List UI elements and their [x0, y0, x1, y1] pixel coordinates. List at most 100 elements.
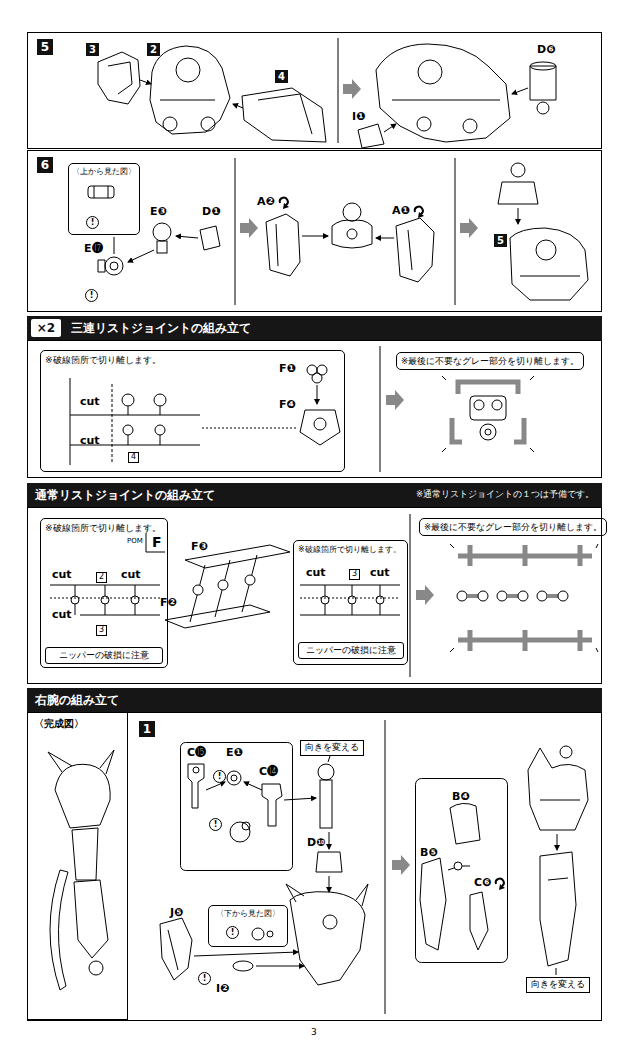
line-art — [242, 555, 257, 612]
line-art — [537, 102, 549, 114]
line-art — [512, 88, 528, 94]
line-art — [193, 767, 199, 773]
line-art — [101, 596, 109, 604]
line-art — [343, 203, 361, 221]
node-text: 〈完成図〉 — [34, 717, 121, 731]
node-text: 〈下から見た図〉 — [212, 908, 284, 919]
part-label: E❶ — [226, 746, 243, 759]
line-art — [94, 186, 95, 198]
node-text: 5 — [497, 236, 504, 246]
line-art — [50, 598, 160, 599]
node-text: ※破線箇所で切り離します。 — [45, 522, 163, 535]
part-label: A❷ — [257, 195, 275, 208]
line-art — [163, 117, 177, 131]
cut-mark: cut — [306, 566, 326, 579]
line-art — [218, 580, 228, 590]
line-art — [347, 229, 357, 239]
line-art — [74, 880, 108, 958]
line-art — [530, 66, 556, 100]
line-art — [496, 879, 504, 886]
caution-mark: ! — [198, 972, 211, 985]
view-inset: 〈下から見た図〉 — [208, 905, 288, 947]
part-label: F❸ — [191, 540, 208, 553]
line-art — [386, 390, 404, 410]
node-text: 通常リストジョイントの組み立て — [35, 487, 215, 504]
line-art — [343, 79, 361, 99]
line-art — [470, 396, 506, 420]
line-art — [153, 223, 171, 241]
line-art — [28, 33, 602, 149]
line-art — [415, 207, 423, 214]
line-art — [286, 884, 368, 906]
node-text: 向きを変える — [531, 979, 585, 991]
line-art — [396, 218, 434, 282]
caution-box: ニッパーの破損に注意 — [298, 642, 404, 659]
line-art — [112, 384, 113, 462]
part-label: F❶ — [279, 362, 296, 375]
line-art — [267, 931, 273, 937]
line-art — [157, 241, 167, 253]
line-art — [233, 961, 253, 971]
node-text: 2 — [150, 45, 157, 55]
line-art — [262, 784, 282, 826]
line-art — [128, 250, 154, 262]
quantity-badge: ×2 — [31, 319, 61, 337]
line-art — [276, 224, 278, 266]
line-art — [233, 104, 243, 108]
runner-tag: 4 — [128, 452, 139, 463]
part-label: B❹ — [452, 790, 470, 803]
caution-box: ニッパーの破損に注意 — [45, 647, 163, 664]
line-art — [300, 598, 400, 599]
cut-mark: cut — [80, 434, 100, 447]
line-art — [280, 198, 289, 209]
line-art — [408, 230, 412, 270]
line-art — [242, 88, 326, 142]
line-art — [460, 218, 478, 238]
line-art — [380, 346, 381, 472]
line-art — [518, 591, 528, 601]
line-art — [332, 220, 372, 248]
line-art — [458, 545, 592, 566]
line-art — [537, 591, 547, 601]
line-art — [450, 803, 480, 844]
line-art — [72, 828, 98, 880]
line-art — [50, 870, 68, 990]
line-art — [420, 858, 446, 950]
line-art — [358, 124, 384, 148]
line-art — [215, 560, 230, 617]
caution-mark: ! — [85, 289, 98, 302]
section-band: 三連リストジョイントの組み立て×2 — [27, 316, 602, 340]
line-art — [518, 208, 519, 224]
note-text: ※最後に不要なグレー部分を切り離します。 — [396, 352, 584, 370]
node-text: 向きを変える — [305, 742, 359, 754]
line-art — [190, 565, 205, 622]
page-number: 3 — [311, 1027, 317, 1038]
line-art — [154, 394, 166, 406]
node-text: 5 — [41, 41, 49, 53]
line-art — [314, 418, 326, 430]
line-art — [160, 100, 215, 101]
part-label: B❺ — [420, 846, 438, 859]
line-art — [283, 203, 289, 209]
line-art — [462, 866, 470, 867]
line-art — [227, 771, 241, 785]
line-art — [70, 378, 71, 465]
cut-mark: cut — [370, 566, 390, 579]
line-art — [514, 418, 524, 442]
line-art — [256, 966, 304, 967]
line-art — [89, 961, 103, 975]
node-text: 4 — [278, 72, 285, 82]
part-label: F❹ — [279, 398, 296, 411]
line-art — [55, 764, 110, 828]
line-art — [323, 915, 337, 929]
line-art — [329, 832, 330, 849]
part-label: C❻ — [474, 876, 491, 889]
line-art — [547, 594, 558, 598]
line-art — [317, 385, 318, 404]
node-text: 6 — [41, 159, 49, 171]
line-art — [540, 852, 576, 966]
line-art — [194, 952, 298, 956]
line-art — [536, 240, 556, 260]
line-art — [467, 594, 478, 598]
part-label: C⓮ — [259, 765, 278, 778]
